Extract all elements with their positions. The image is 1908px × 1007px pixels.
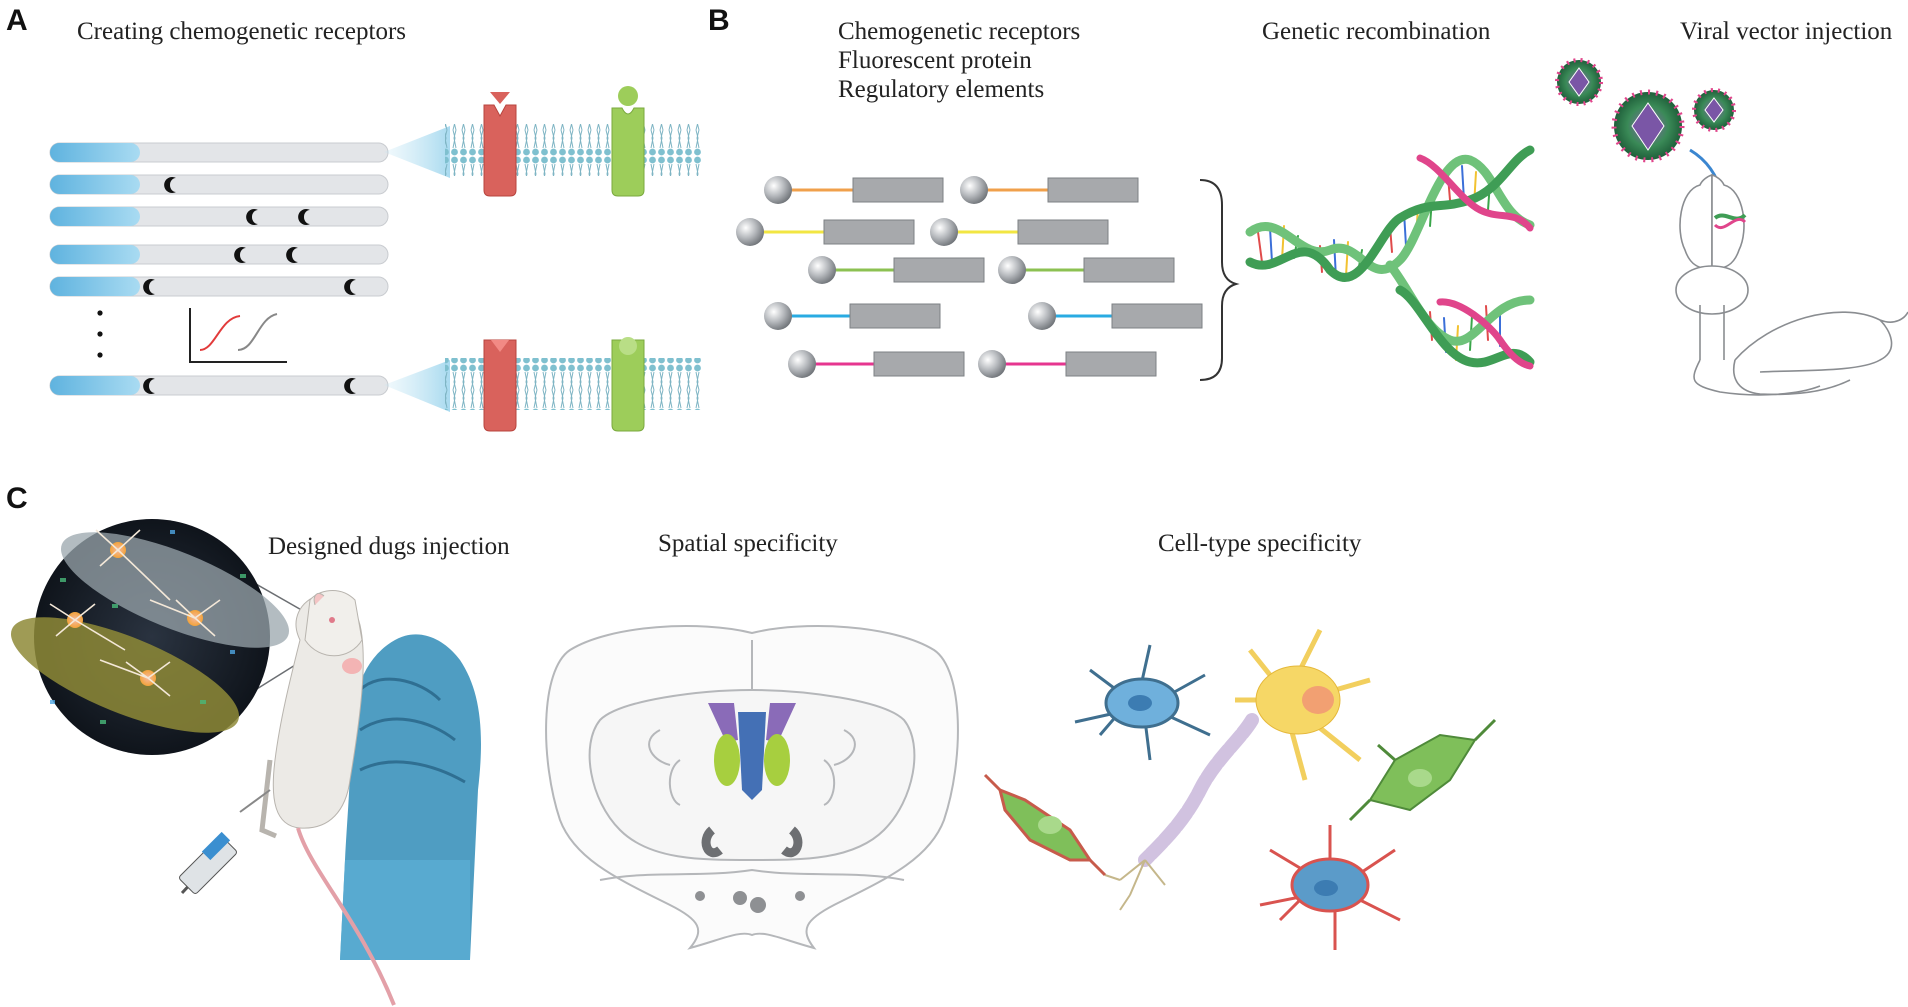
brain-region-highlight — [695, 703, 805, 913]
construct — [764, 302, 941, 330]
element-label-regulatory: Regulatory elements — [838, 76, 1045, 103]
construct — [788, 350, 965, 378]
microglia-icon — [1259, 825, 1401, 950]
element-label-fluorescent: Fluorescent protein — [838, 47, 1032, 74]
panel-label-c: C — [6, 482, 28, 515]
astrocyte-icon — [1074, 644, 1211, 761]
neuron-icon — [49, 529, 221, 697]
dna-helix-icon — [1245, 145, 1535, 370]
construct — [764, 176, 944, 204]
construct — [930, 218, 1109, 246]
construct — [998, 256, 1175, 284]
receptor-variant-bars — [49, 142, 389, 396]
virus-icon — [1555, 58, 1736, 204]
title-celltype-specificity: Cell-type specificity — [1158, 530, 1362, 557]
bar-row — [49, 244, 389, 265]
dose-response-icon — [189, 308, 287, 363]
title-genetic-recombination: Genetic recombination — [1262, 18, 1491, 45]
title-spatial-specificity: Spatial specificity — [658, 530, 838, 557]
brain-icon — [1675, 173, 1749, 360]
curly-brace — [1199, 179, 1240, 381]
zoom-beam — [384, 360, 450, 412]
gloved-hand-icon — [340, 634, 481, 960]
panel-label-b: B — [708, 4, 730, 37]
construct — [960, 176, 1139, 204]
construct — [978, 350, 1157, 378]
neuron-icon — [1104, 628, 1371, 911]
title-creating-receptors: Creating chemogenetic receptors — [77, 18, 407, 45]
genetic-constructs — [736, 176, 1240, 381]
bar-row — [49, 174, 389, 195]
construct — [808, 256, 985, 284]
mouse-icon — [1693, 311, 1908, 396]
syringe-icon — [179, 789, 271, 895]
construct — [1028, 302, 1203, 330]
dna-helix-icon — [1713, 213, 1747, 229]
bar-row — [49, 142, 389, 163]
title-viral-injection: Viral vector injection — [1680, 18, 1893, 45]
element-label-receptors: Chemogenetic receptors — [838, 18, 1081, 45]
title-drugs-injection: Designed dugs injection — [268, 533, 510, 560]
ellipsis-dots — [97, 310, 103, 358]
oligodendrocyte-icon — [983, 773, 1107, 877]
construct — [736, 218, 915, 246]
bar-row — [49, 276, 389, 297]
panel-label-a: A — [6, 4, 28, 37]
mutation-mark — [164, 177, 176, 193]
mouse-icon — [259, 590, 396, 1006]
oligodendrocyte-icon — [1348, 718, 1497, 822]
magnified-neurons-lens — [10, 519, 313, 755]
bar-row — [49, 206, 389, 227]
gpcr-receptor-icon — [483, 86, 645, 432]
bar-row — [49, 375, 389, 396]
zoom-beam — [384, 126, 450, 178]
